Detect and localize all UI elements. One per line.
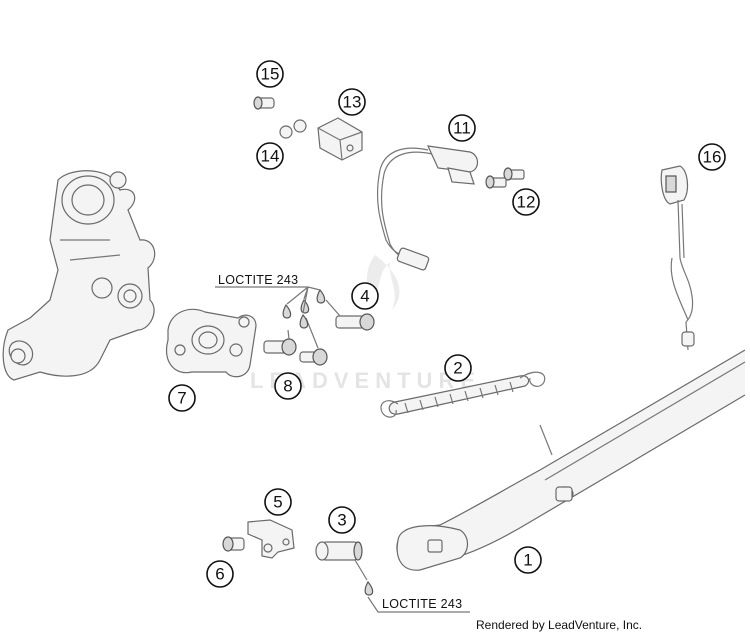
- sensor-cable-11: [376, 145, 479, 271]
- svg-text:5: 5: [273, 493, 282, 512]
- callout-6: 6: [206, 560, 234, 588]
- callout-1: 1: [514, 546, 542, 574]
- nuts-14: [279, 119, 307, 139]
- svg-text:15: 15: [261, 65, 280, 84]
- switch-13: [317, 117, 363, 161]
- callout-3: 3: [328, 506, 356, 534]
- callout-2: 2: [444, 354, 472, 382]
- cable-16: [660, 165, 695, 351]
- screw-15: [253, 96, 275, 110]
- svg-text:12: 12: [517, 193, 536, 212]
- stud-bolt-4: [325, 299, 375, 331]
- callout-14: 14: [256, 142, 284, 170]
- callouts: 1 2 3 4 5 6 7 8 11 12 13 14 15 16: [168, 60, 726, 588]
- svg-text:6: 6: [215, 565, 224, 584]
- callout-16: 16: [698, 143, 726, 171]
- svg-text:16: 16: [703, 148, 722, 167]
- screw-6: [222, 536, 245, 552]
- bushing-3: [315, 541, 368, 581]
- spring-2: [380, 371, 546, 418]
- svg-text:13: 13: [343, 93, 362, 112]
- svg-text:7: 7: [177, 389, 186, 408]
- callout-13: 13: [338, 88, 366, 116]
- callout-4: 4: [351, 282, 379, 310]
- side-stand-1: [396, 349, 746, 571]
- gasket-plate: [166, 308, 257, 378]
- svg-text:14: 14: [261, 147, 280, 166]
- bracket-5: [247, 519, 295, 559]
- svg-text:8: 8: [283, 377, 292, 396]
- frame-bracket: [2, 170, 156, 381]
- credit-text: Rendered by LeadVenture, Inc.: [476, 618, 643, 632]
- callout-11: 11: [448, 114, 476, 142]
- loctite-note-top: LOCTITE 243: [218, 273, 298, 287]
- callout-5: 5: [264, 488, 292, 516]
- svg-text:4: 4: [360, 287, 369, 306]
- svg-text:2: 2: [453, 359, 462, 378]
- callout-15: 15: [256, 60, 284, 88]
- svg-text:1: 1: [523, 551, 532, 570]
- svg-text:3: 3: [337, 511, 346, 530]
- svg-text:11: 11: [453, 119, 471, 138]
- loctite-droplets-top: [215, 286, 326, 329]
- screws-12: [485, 167, 525, 189]
- callout-7: 7: [168, 384, 196, 412]
- bolts-8: [263, 317, 328, 366]
- callout-12: 12: [512, 188, 540, 216]
- loctite-note-bottom: LOCTITE 243: [382, 597, 462, 611]
- callout-8: 8: [274, 372, 302, 400]
- loctite-droplet-bottom: [364, 580, 470, 613]
